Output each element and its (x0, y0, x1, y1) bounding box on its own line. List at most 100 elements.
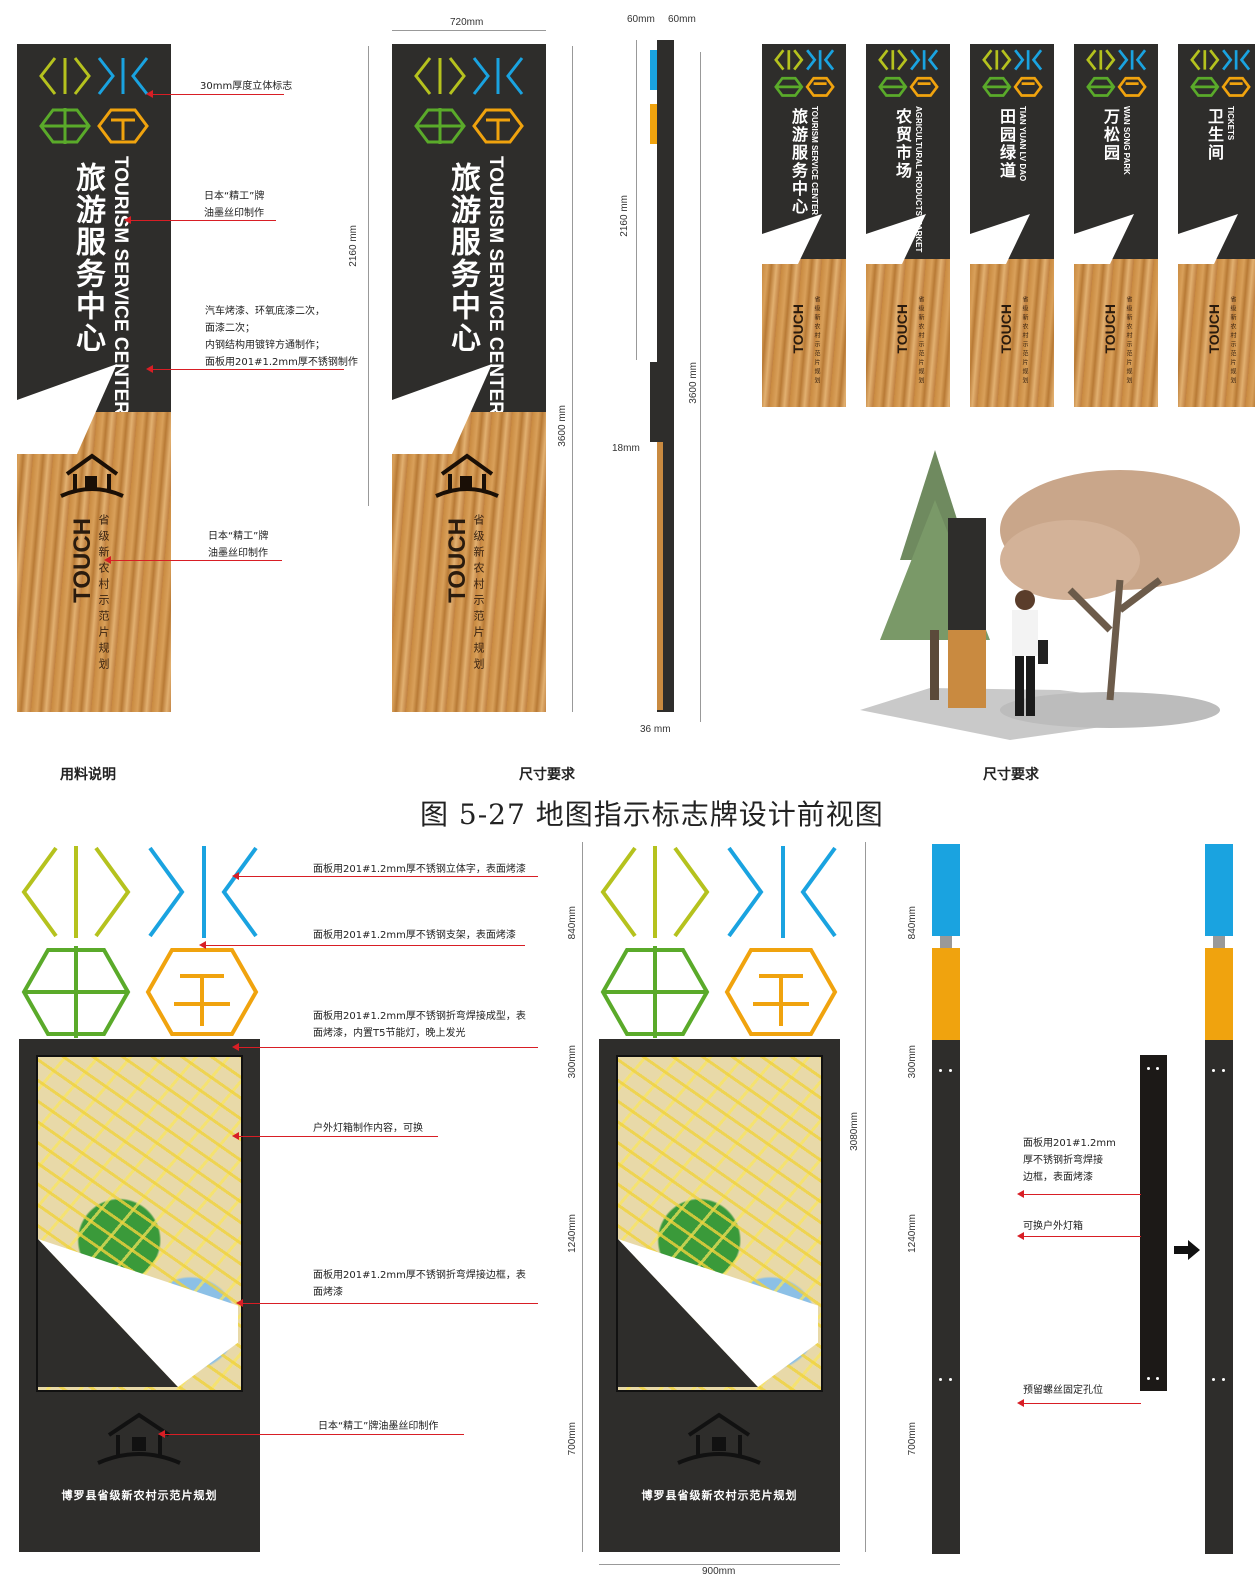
small-sign: 农贸市场 AGRICULTURAL PRODUCTS MARKET TOUCH … (866, 44, 950, 407)
note-lightbox-frame: 面板用201#1.2mm厚不锈钢折弯焊接成型，表 面烤漆，内置T5节能灯，晚上发… (313, 1011, 526, 1039)
dim-line (599, 1564, 840, 1565)
wood-vertical-text: 省级新农村示范片规划 (97, 514, 110, 674)
map-sign-panel: 博罗县省级新农村示范片规划 (599, 1039, 840, 1552)
logo-chevrons-icon (39, 57, 149, 144)
sign-cn-title: 旅游服务中心 (70, 162, 105, 354)
note-border: 面板用201#1.2mm厚不锈钢折弯焊接边框，表 面烤漆 (313, 1270, 526, 1298)
note-arrow (1017, 1399, 1141, 1407)
dim-900: 900mm (702, 1566, 736, 1577)
touch-brand: TOUCH (69, 518, 96, 603)
dim-line (636, 40, 637, 360)
side-orange-mark (650, 104, 657, 144)
page-curl (762, 214, 822, 264)
small-sign-cn: 田园绿道 (997, 108, 1016, 180)
wood-texture (762, 259, 846, 407)
org-text: 博罗县省级新农村示范片规划 (61, 1489, 218, 1502)
note-arrow (158, 1430, 464, 1438)
lightbox-side (1140, 1055, 1167, 1391)
dim-700: 700mm (567, 1422, 578, 1456)
dim-side-700: 700mm (907, 1422, 918, 1456)
logo-chevrons-icon (414, 57, 524, 144)
small-sign-en: WAN SONG PARK (1122, 106, 1131, 175)
note-arrow (146, 365, 344, 373)
page-curl (1178, 214, 1238, 264)
small-sign: 卫生间 TICKETS TOUCH 省级新农村示范片规划 (1178, 44, 1255, 407)
side-note-border: 面板用201#1.2mm 厚不锈钢折弯焊接 边框，表面烤漆 (1023, 1138, 1116, 1183)
dim-line (392, 30, 546, 31)
logo-chevrons-icon (982, 49, 1043, 97)
note-arrow (1017, 1232, 1141, 1240)
side-connector (940, 936, 952, 948)
note-arrow (232, 1132, 438, 1140)
dim-side-18: 18mm (612, 443, 640, 454)
logo-chevrons-icon (774, 49, 835, 97)
person-icon (1012, 590, 1048, 716)
logo-chevrons-icon (878, 49, 939, 97)
wood-vertical-text: 省级新农村示范片规划 (917, 296, 924, 386)
side-note-holes: 预留螺丝固定孔位 (1023, 1385, 1103, 1396)
logo-large-icon (21, 846, 259, 1038)
touch-brand: TOUCH (1206, 304, 1222, 354)
note-silkscreen: 日本“精工”牌油墨丝印制作 (318, 1421, 439, 1432)
side-view-column (932, 844, 960, 1554)
touch-brand: TOUCH (998, 304, 1014, 354)
dim-side-60b: 60mm (668, 14, 696, 25)
wood-texture (866, 259, 950, 407)
dim-height-3600: 3600 mm (557, 405, 568, 447)
note-arrow (1017, 1190, 1141, 1198)
caption-dimensions-2: 尺寸要求 (983, 767, 1039, 783)
note-arrow (146, 90, 284, 98)
side-post (932, 1040, 960, 1554)
logo-large-icon (600, 846, 838, 1038)
house-logo-icon (60, 453, 124, 498)
small-sign-en: TOURISM SERVICE CENTER (810, 106, 819, 216)
touch-brand: TOUCH (444, 518, 471, 603)
note-changeable: 户外灯箱制作内容，可换 (313, 1123, 423, 1134)
caption-materials: 用料说明 (60, 767, 116, 783)
dim-side-60a: 60mm (627, 14, 655, 25)
note-arrow (232, 1043, 538, 1051)
wood-vertical-text: 省级新农村示范片规划 (472, 514, 485, 674)
note-arrow (124, 216, 276, 224)
touch-brand: TOUCH (1102, 304, 1118, 354)
dim-300: 300mm (567, 1045, 578, 1079)
dim-line (572, 46, 573, 712)
dim-line (865, 842, 866, 1552)
sign-en-title: TOURISM SERVICE CENTER (485, 156, 506, 416)
note-silkscreen-1: 日本“精工”牌 油墨丝印制作 (204, 191, 265, 219)
wood-vertical-text: 省级新农村示范片规划 (1229, 296, 1236, 386)
sign-cn-title: 旅游服务中心 (445, 162, 480, 354)
small-sign-cn: 旅游服务中心 (789, 108, 808, 216)
broadleaf-tree-icon (1000, 470, 1240, 701)
dim-3080: 3080mm (849, 1112, 860, 1151)
note-arrow (236, 1299, 538, 1307)
org-text: 博罗县省级新农村示范片规划 (641, 1489, 798, 1502)
wood-texture (1178, 259, 1255, 407)
side-note-lightbox: 可换户外灯箱 (1023, 1221, 1083, 1232)
dim-side-36: 36 mm (640, 724, 671, 735)
small-sign-cn: 农贸市场 (893, 108, 912, 180)
side-blue-mark (650, 50, 657, 90)
wood-vertical-text: 省级新农村示范片规划 (1125, 296, 1132, 386)
dim-side-3600: 3600 mm (688, 362, 699, 404)
dim-side-840: 840mm (907, 906, 918, 940)
render-scene (860, 450, 1240, 740)
small-sign-en: TICKETS (1226, 106, 1235, 141)
house-logo-icon (435, 453, 499, 498)
dim-height-2160: 2160 mm (348, 225, 359, 267)
dim-width-720: 720mm (450, 17, 484, 28)
small-sign-cn: 万松园 (1101, 108, 1120, 162)
dim-1240: 1240mm (567, 1214, 578, 1253)
note-arrow (104, 556, 282, 564)
small-sign: 旅游服务中心 TOURISM SERVICE CENTER TOUCH 省级新农… (762, 44, 846, 407)
note-3d-text: 面板用201#1.2mm厚不锈钢立体字，表面烤漆 (313, 864, 526, 875)
touch-brand: TOUCH (894, 304, 910, 354)
note-silkscreen-2: 日本“精工”牌 油墨丝印制作 (208, 531, 269, 559)
note-bracket: 面板用201#1.2mm厚不锈钢支架，表面烤漆 (313, 930, 516, 941)
figure-title: 图 5-27 地图指示标志牌设计前视图 (420, 798, 884, 831)
small-sign-en: TIAN YUAN LV DAO (1018, 106, 1027, 182)
sign-material-panel: 旅游服务中心 TOURISM SERVICE CENTER TOUCH 省级新农… (17, 44, 171, 712)
wood-texture (17, 412, 171, 712)
wood-texture (392, 412, 546, 712)
wood-texture (1074, 259, 1158, 407)
